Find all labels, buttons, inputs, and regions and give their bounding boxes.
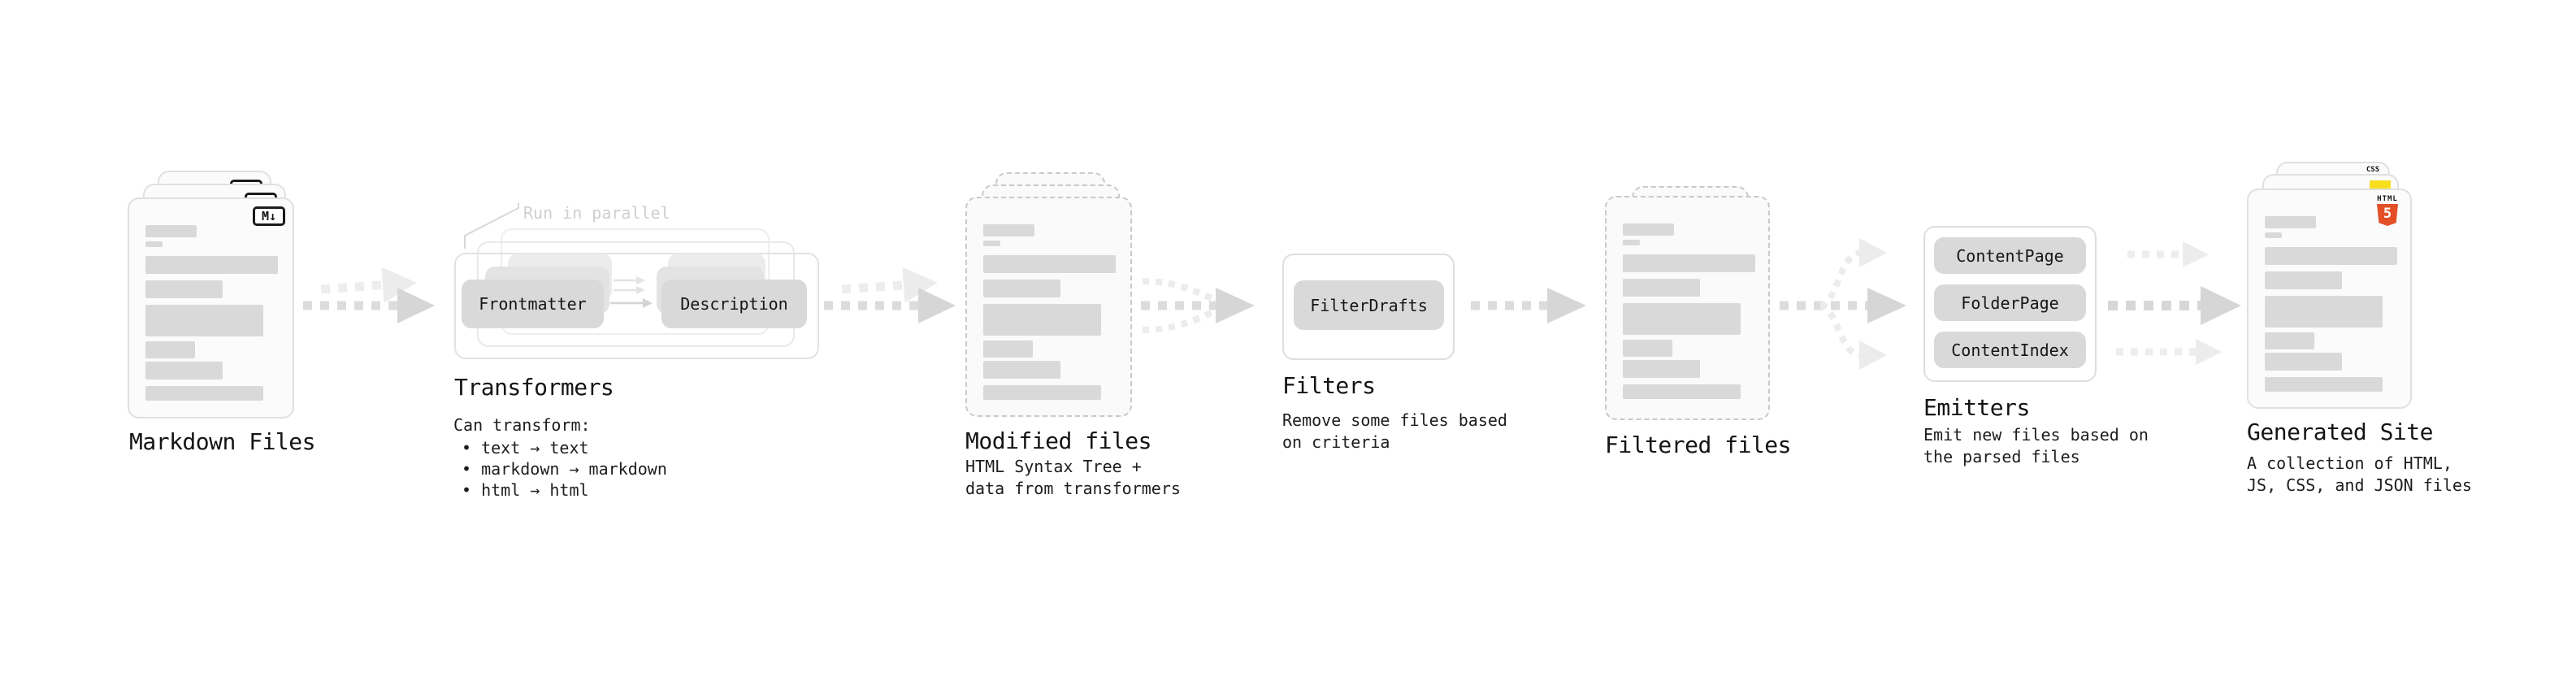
filter-step-filterdrafts: FilterDrafts <box>1294 280 1444 330</box>
text-line-placeholder <box>1623 279 1700 297</box>
modified-file-card-front <box>965 197 1132 417</box>
text-line-placeholder <box>983 224 1034 236</box>
text-line-placeholder <box>1623 240 1640 245</box>
text-line-placeholder <box>1623 384 1741 399</box>
transformers-bullet: markdown → markdown <box>462 458 667 479</box>
html5-icon: HTML 5 <box>2371 195 2404 226</box>
text-line-placeholder <box>145 386 263 401</box>
css-icon-label: CSS <box>2366 166 2380 174</box>
stage-title-markdown-files: Markdown Files <box>129 428 316 455</box>
arrow-filtered-to-emitters-split <box>1780 238 1906 370</box>
transformers-bullet-list: text → text markdown → markdown html → h… <box>462 437 667 501</box>
text-line-placeholder <box>983 255 1116 273</box>
text-line-placeholder <box>145 241 163 247</box>
text-line-placeholder <box>983 241 1000 246</box>
text-line-placeholder <box>983 385 1101 400</box>
arrow-transformers-to-modified <box>824 267 956 323</box>
markdown-file-card-front: M↓ <box>128 197 294 419</box>
text-line-placeholder <box>2265 247 2397 265</box>
text-line-placeholder <box>983 304 1101 336</box>
text-line-placeholder <box>2265 216 2316 228</box>
stage-title-filters: Filters <box>1282 372 1376 399</box>
transformers-bullet: html → html <box>462 479 667 501</box>
text-line-placeholder <box>145 362 223 380</box>
text-line-placeholder <box>983 340 1033 358</box>
filtered-file-card-front <box>1605 196 1770 420</box>
text-line-placeholder <box>1623 360 1700 378</box>
text-line-placeholder <box>145 225 197 237</box>
stage-title-generated-site: Generated Site <box>2247 419 2434 445</box>
run-in-parallel-note: Run in parallel <box>523 203 670 223</box>
text-line-placeholder <box>2265 271 2342 289</box>
text-line-placeholder <box>1623 254 1755 272</box>
text-line-placeholder <box>983 280 1060 297</box>
text-line-placeholder <box>2265 353 2342 371</box>
stage-title-filtered-files: Filtered files <box>1605 432 1792 458</box>
arrow-markdown-to-transformers <box>303 267 435 323</box>
text-line-placeholder <box>145 305 263 336</box>
frontmatter-to-description-arrows <box>610 276 653 308</box>
html5-icon-word: HTML <box>2377 195 2398 203</box>
transformer-step-frontmatter: Frontmatter <box>462 280 604 328</box>
text-line-placeholder <box>145 256 278 274</box>
stage-title-modified-files: Modified files <box>965 427 1152 454</box>
emitter-step-contentindex: ContentIndex <box>1934 332 2086 368</box>
text-line-placeholder <box>2265 232 2282 238</box>
markdown-icon: M↓ <box>253 206 285 226</box>
text-line-placeholder <box>2265 377 2383 392</box>
text-line-placeholder <box>2265 332 2314 349</box>
stage-title-transformers: Transformers <box>454 374 614 401</box>
modified-files-subtitle: HTML Syntax Tree + data from transformer… <box>965 457 1181 498</box>
text-line-placeholder <box>2265 296 2383 327</box>
arrow-modified-to-filters-merge <box>1141 278 1255 333</box>
document-text-placeholder <box>129 199 293 417</box>
arrow-filters-to-filtered <box>1471 288 1586 323</box>
generated-site-subtitle: A collection of HTML, JS, CSS, and JSON … <box>2247 453 2472 495</box>
text-line-placeholder <box>983 361 1060 379</box>
generated-site-card-front: HTML 5 <box>2247 189 2412 409</box>
transformers-subtitle: Can transform: <box>453 415 591 435</box>
transformer-step-description: Description <box>661 280 807 328</box>
document-text-placeholder <box>1607 197 1768 419</box>
emitter-step-folderpage: FolderPage <box>1934 284 2086 321</box>
run-in-parallel-leader-line <box>464 203 519 249</box>
text-line-placeholder <box>1623 223 1674 236</box>
emitters-subtitle: Emit new files based on the parsed files <box>1923 425 2149 466</box>
text-line-placeholder <box>145 341 195 358</box>
text-line-placeholder <box>1623 303 1741 335</box>
html5-icon-shield: 5 <box>2377 204 2398 226</box>
transformers-bullet: text → text <box>462 437 667 458</box>
text-line-placeholder <box>1623 340 1672 357</box>
document-text-placeholder <box>2249 190 2410 407</box>
arrow-emitters-to-generated-triple <box>2108 241 2241 365</box>
document-text-placeholder <box>967 198 1130 415</box>
transformers-frame-front <box>454 253 819 359</box>
stage-title-emitters: Emitters <box>1923 394 2030 421</box>
text-line-placeholder <box>145 280 223 298</box>
filters-subtitle: Remove some files based on criteria <box>1282 410 1507 452</box>
emitter-step-contentpage: ContentPage <box>1934 237 2086 274</box>
